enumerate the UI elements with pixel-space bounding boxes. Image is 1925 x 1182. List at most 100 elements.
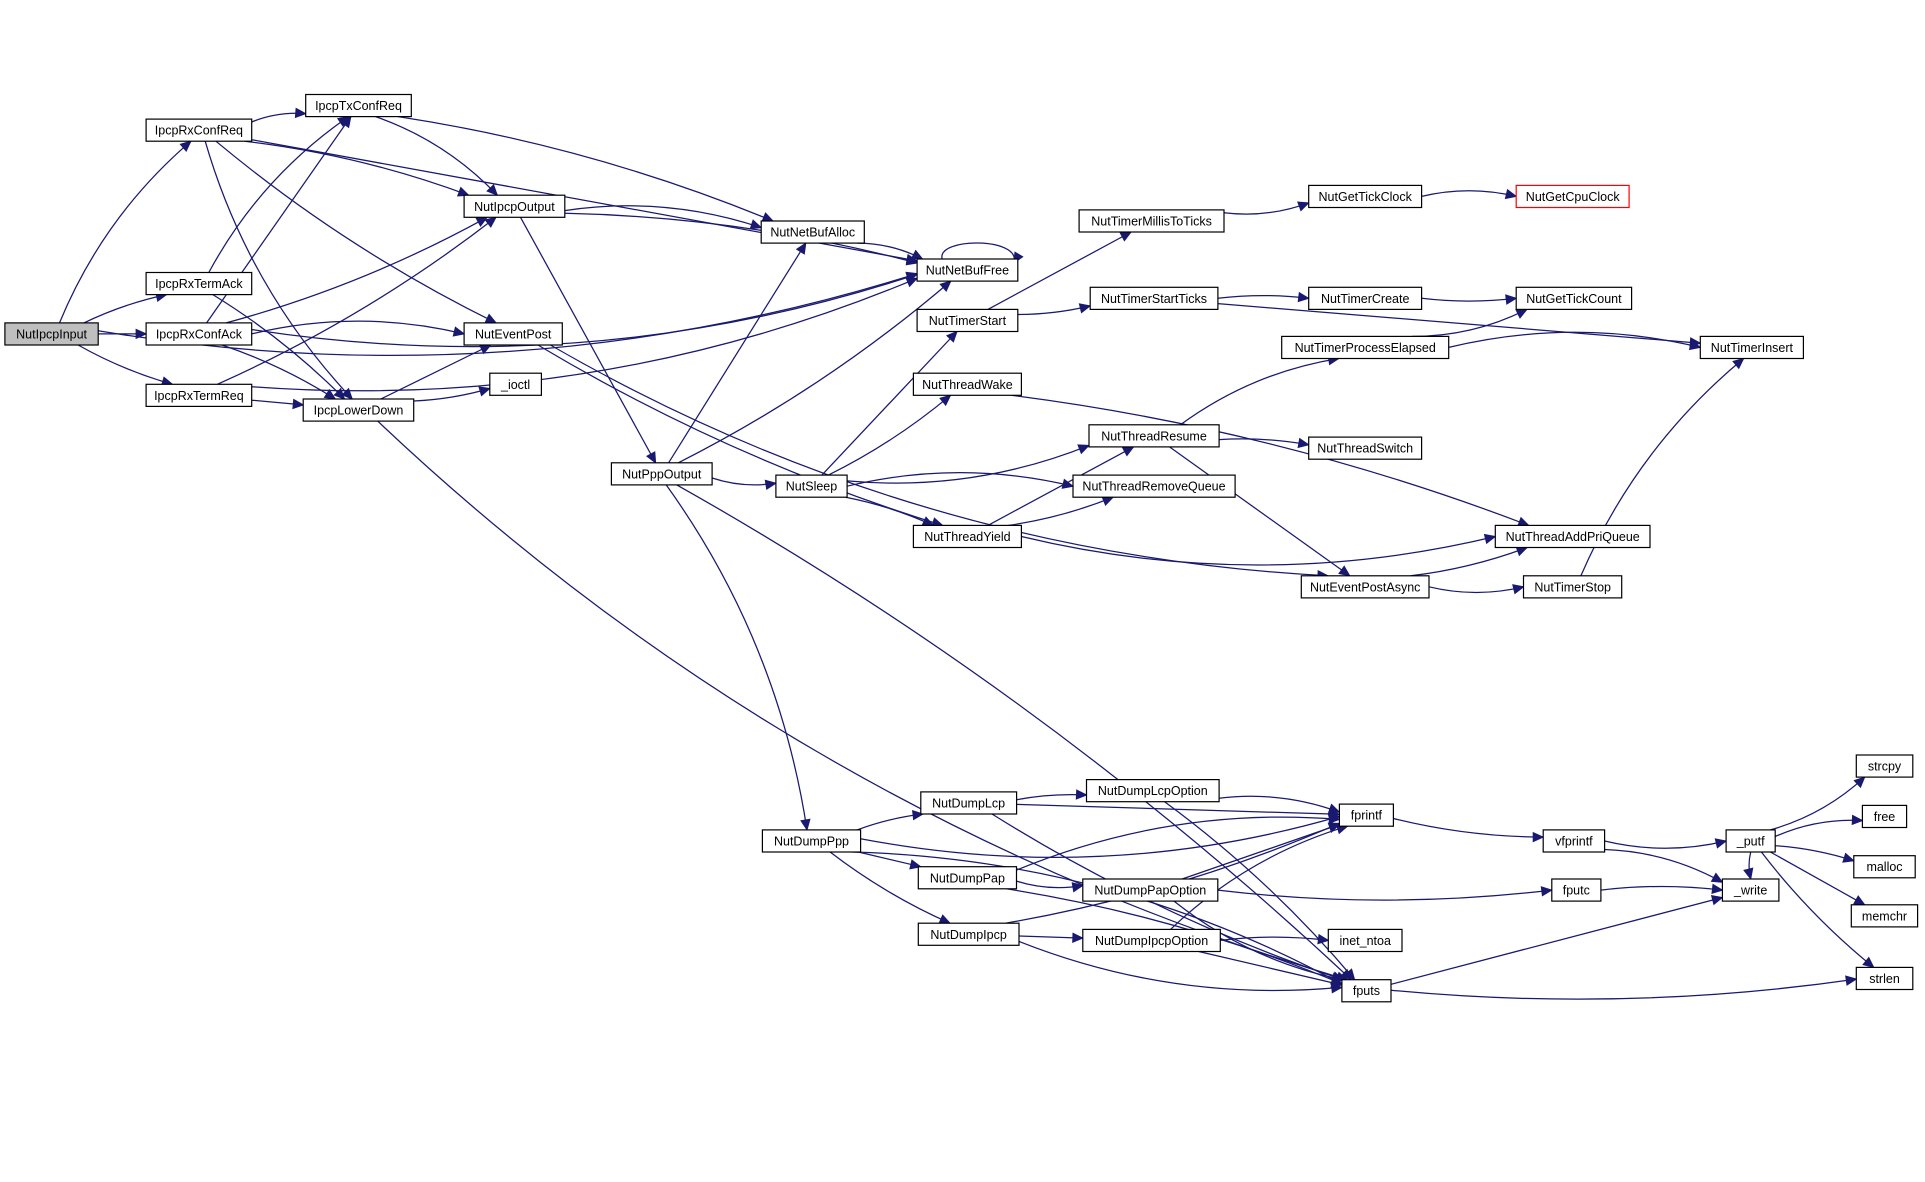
edge-_putf-to-strlen <box>1760 851 1875 969</box>
node-nuteventpostasync[interactable]: NutEventPostAsync <box>1300 575 1430 599</box>
edge-NutDumpIpcp-to-NutDumpIpcpOption <box>1018 932 1085 944</box>
edge-NutDumpLcpOption-to-fprintf <box>1219 795 1341 814</box>
node-nutdumpipcpoption[interactable]: NutDumpIpcpOption <box>1082 928 1221 953</box>
node-inetntoa[interactable]: inet_ntoa <box>1327 928 1403 953</box>
node-label: NutGetCpuClock <box>1526 190 1621 204</box>
node-label: NutPppOutput <box>622 467 702 481</box>
node-nutnetbufalloc[interactable]: NutNetBufAlloc <box>760 220 865 244</box>
node-ipcprxconfreq[interactable]: IpcpRxConfReq <box>145 118 253 142</box>
node-nuttimercreate[interactable]: NutTimerCreate <box>1308 286 1423 310</box>
node-label: NutThreadWake <box>922 378 1013 392</box>
node-ipcplowerdown[interactable]: IpcpLowerDown <box>302 398 415 422</box>
node-ipcptxconfreq[interactable]: IpcpTxConfReq <box>305 93 412 118</box>
node-nutnetbuffree[interactable]: NutNetBufFree <box>916 258 1019 282</box>
node-strlen[interactable]: strlen <box>1855 966 1914 991</box>
node-malloc[interactable]: malloc <box>1853 855 1916 879</box>
node-nutthreadremovequeue[interactable]: NutThreadRemoveQueue <box>1072 474 1236 498</box>
node-label: NutTimerProcessElapsed <box>1295 341 1436 355</box>
edge-vfprintf-to-_write <box>1604 848 1724 883</box>
node-fputc[interactable]: fputc <box>1551 878 1602 902</box>
node-fprintf[interactable]: fprintf <box>1338 803 1395 827</box>
edge-NutSleep-to-NutTimerStart <box>821 330 958 476</box>
node-nuttimerprocesselapsed[interactable]: NutTimerProcessElapsed <box>1281 335 1450 360</box>
node-nutipcpoutput[interactable]: NutIpcpOutput <box>463 194 566 218</box>
node-nutdumppap[interactable]: NutDumpPap <box>917 866 1018 890</box>
edge-NutPppOutput-to-NutNetBufAlloc <box>668 242 807 464</box>
node-nuttimerstop[interactable]: NutTimerStop <box>1522 575 1623 599</box>
node-label: NutThreadSwitch <box>1317 442 1413 456</box>
node-label: NutDumpLcpOption <box>1098 784 1208 798</box>
node-nuteventpost[interactable]: NutEventPost <box>463 322 563 346</box>
node-nutipcpinput[interactable]: NutIpcpInput <box>4 322 99 346</box>
node-label: NutIpcpInput <box>16 327 87 341</box>
node-nutpppoutput[interactable]: NutPppOutput <box>610 462 713 486</box>
node-ipcprxtermreq[interactable]: IpcpRxTermReq <box>145 383 253 407</box>
node-strcpy[interactable]: strcpy <box>1855 754 1914 778</box>
edge-IpcpLowerDown-to-_ioctl <box>413 386 491 402</box>
node-nutgettickcount[interactable]: NutGetTickCount <box>1515 286 1633 310</box>
node-nutgettickclock[interactable]: NutGetTickClock <box>1308 184 1423 209</box>
edge-NutTimerProcessElapsed-to-NutGetTickCount <box>1412 308 1528 338</box>
node-label: NutTimerInsert <box>1711 341 1794 355</box>
node-nuttimerstartticks[interactable]: NutTimerStartTicks <box>1089 286 1219 310</box>
edge-IpcpRxConfAck-to-IpcpLowerDown <box>221 344 337 400</box>
node-nutdumpppp[interactable]: NutDumpPpp <box>761 829 862 853</box>
node-nuttimermillistoticks[interactable]: NutTimerMillisToTicks <box>1078 209 1225 233</box>
node-nutthreadresume[interactable]: NutThreadResume <box>1088 424 1220 448</box>
node-free[interactable]: free <box>1861 804 1908 829</box>
node-label: NutNetBufFree <box>926 264 1009 278</box>
node-memchr[interactable]: memchr <box>1850 904 1919 928</box>
edge-IpcpRxConfAck-to-IpcpTxConfReq <box>206 115 352 324</box>
node-label: fputs <box>1353 984 1380 998</box>
edge-NutTimerMillisToTicks-to-NutGetTickClock <box>1223 201 1310 215</box>
node-ioctl[interactable]: _ioctl <box>489 372 542 396</box>
edge-NutEventPostAsync-to-NutTimerStop <box>1428 584 1525 595</box>
edge-fputc-to-_write <box>1600 883 1724 895</box>
node-nutthreadyield[interactable]: NutThreadYield <box>912 524 1023 549</box>
node-vfprintf[interactable]: vfprintf <box>1542 829 1606 853</box>
node-nutsleep[interactable]: NutSleep <box>775 474 848 498</box>
node-label: inet_ntoa <box>1339 934 1390 948</box>
edge-NutPppOutput-to-NutDumpPpp <box>665 484 811 832</box>
edge-IpcpRxConfReq-to-NutIpcpOutput <box>244 140 470 197</box>
node-label: NutGetTickCount <box>1526 292 1622 306</box>
edge-NutPppOutput-to-NutSleep <box>711 477 778 491</box>
node-nutdumplcpoption[interactable]: NutDumpLcpOption <box>1085 778 1220 803</box>
node-nutthreadaddpriqueue[interactable]: NutThreadAddPriQueue <box>1494 524 1651 549</box>
edge-NutIpcpOutput-to-NutNetBufFree <box>564 212 919 266</box>
edge-NutTimerProcessElapsed-to-NutTimerInsert <box>1448 331 1702 351</box>
edge-NutSleep-to-NutThreadResume <box>847 444 1091 484</box>
edge-fputs-to-strlen <box>1390 975 1858 1000</box>
node-nutgetcpuclock[interactable]: NutGetCpuClock <box>1515 184 1630 209</box>
node-label: fprintf <box>1351 809 1383 823</box>
node-nutdumpipcp[interactable]: NutDumpIpcp <box>917 922 1020 946</box>
node-nutthreadswitch[interactable]: NutThreadSwitch <box>1308 436 1423 460</box>
node-label: NutDumpPap <box>930 871 1005 885</box>
node-ipcprxconfack[interactable]: IpcpRxConfAck <box>145 322 253 346</box>
node-nutdumppapoption[interactable]: NutDumpPapOption <box>1082 878 1219 902</box>
node-label: memchr <box>1862 909 1907 923</box>
node-nutdumplcp[interactable]: NutDumpLcp <box>920 791 1018 815</box>
node-label: IpcpRxTermAck <box>155 277 243 291</box>
node-nutthreadwake[interactable]: NutThreadWake <box>912 372 1023 396</box>
node-label: free <box>1874 810 1896 824</box>
node-nuttimerinsert[interactable]: NutTimerInsert <box>1699 335 1805 360</box>
node-write[interactable]: _write <box>1721 878 1780 902</box>
node-putf[interactable]: _putf <box>1725 829 1776 853</box>
edge-NutThreadResume-to-NutTimerProcessElapsed <box>1180 354 1341 426</box>
node-nuttimerstart[interactable]: NutTimerStart <box>916 308 1019 333</box>
node-label: NutSleep <box>786 480 837 494</box>
edge-NutTimerStart-to-NutTimerStartTicks <box>1017 303 1092 316</box>
edge-IpcpRxTermAck-to-IpcpLowerDown <box>212 294 346 400</box>
edge-IpcpRxTermReq-to-NutIpcpOutput <box>217 216 497 385</box>
edge-IpcpRxTermReq-to-IpcpLowerDown <box>251 398 305 410</box>
node-ipcprxtermack[interactable]: IpcpRxTermAck <box>145 271 253 296</box>
node-label: IpcpRxTermReq <box>154 389 244 403</box>
edge-_putf-to-malloc <box>1775 845 1855 863</box>
node-label: strcpy <box>1868 760 1902 774</box>
edge-NutSleep-to-NutThreadRemoveQueue <box>846 472 1075 489</box>
edge-NutDumpIpcpOption-to-fputs <box>1198 950 1344 988</box>
edge-NutPppOutput-to-NutNetBufFree <box>678 280 952 464</box>
node-fputs[interactable]: fputs <box>1341 979 1392 1003</box>
